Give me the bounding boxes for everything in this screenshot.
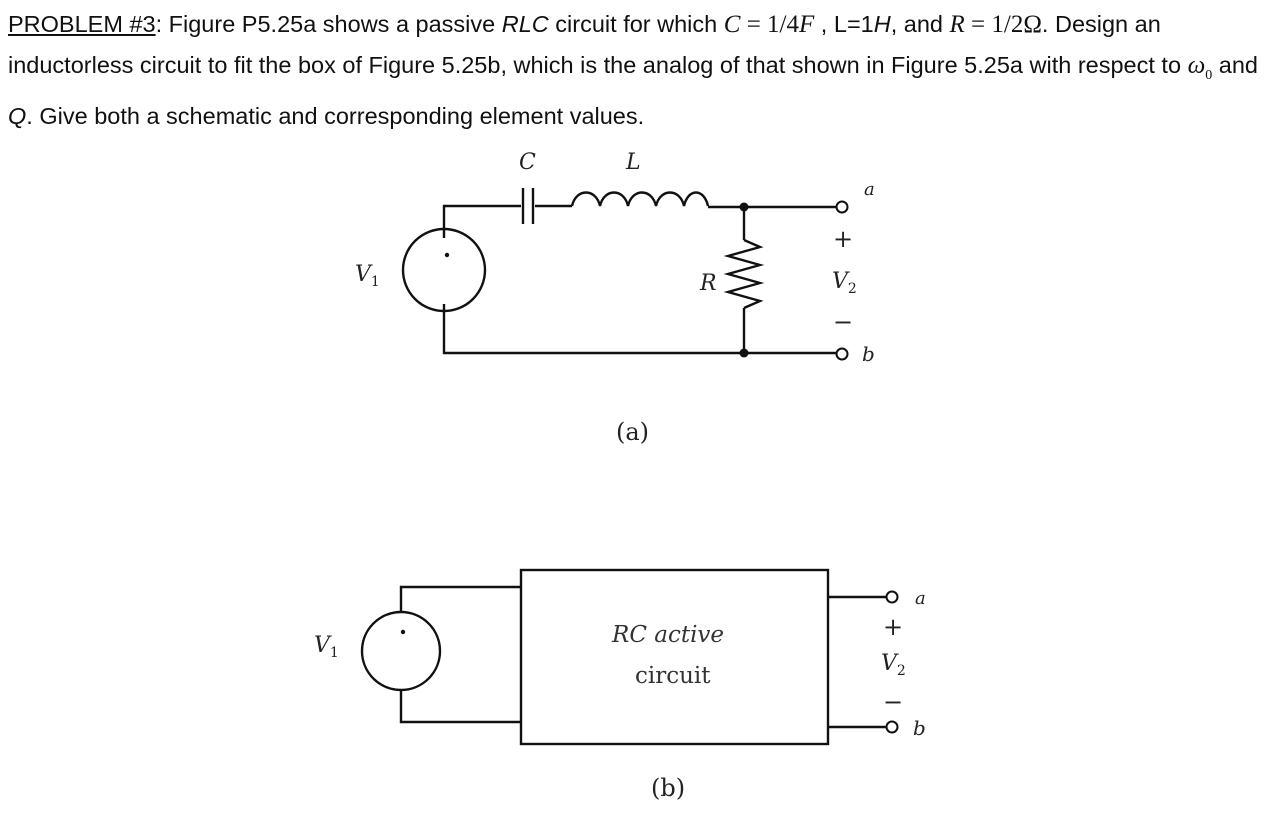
problem-text-seg: . Design an inductorless circuit to fit … bbox=[8, 11, 1188, 78]
resistor-zigzag bbox=[723, 238, 765, 310]
v2-subscript: 2 bbox=[848, 281, 857, 297]
terminal-a bbox=[835, 200, 849, 214]
voltage-source-v1 bbox=[401, 227, 487, 313]
h-unit: H bbox=[873, 11, 891, 37]
r-symbol: R bbox=[949, 11, 965, 38]
capacitance-eq: C = 1/4F bbox=[724, 11, 815, 38]
figure-b-circuit: RC active circuit V1 + V2 − a b (b) bbox=[314, 568, 926, 802]
v2-letter: V bbox=[832, 269, 850, 294]
wire-b-top-left bbox=[399, 585, 521, 612]
c-value: = 1/4 bbox=[740, 11, 799, 38]
terminal-a-b bbox=[885, 590, 899, 604]
box-label-line1: RC active bbox=[611, 622, 724, 648]
wire-bottom bbox=[442, 304, 837, 355]
junction-dot-bottom bbox=[739, 348, 749, 358]
wire-b-bottom-left bbox=[399, 690, 521, 724]
node-a-label-b: a bbox=[915, 588, 926, 609]
problem-text-seg: : Figure P5.25a shows a passive bbox=[155, 11, 502, 37]
capacitor-label: C bbox=[519, 150, 536, 175]
c-unit: F bbox=[799, 11, 815, 38]
resistance-eq: R = 1/2Ω bbox=[950, 11, 1042, 38]
junction-dot-top bbox=[739, 202, 749, 212]
minus-sign: − bbox=[833, 308, 853, 336]
omega-symbol: ω0 bbox=[1187, 52, 1213, 83]
source-polarity-dot-b bbox=[400, 629, 406, 635]
v1-letter: V bbox=[355, 262, 373, 287]
inductor-coil bbox=[570, 191, 710, 207]
problem-text-seg: , L=1 bbox=[814, 11, 874, 37]
figure-b-caption: (b) bbox=[651, 774, 685, 802]
problem-text: PROBLEM #3: Figure P5.25a shows a passiv… bbox=[8, 4, 1266, 137]
figure-a-circuit: C L R V1 + V2 − a b (a) bbox=[355, 150, 875, 446]
v1-subscript-b: 1 bbox=[330, 645, 339, 661]
v1-label: V1 bbox=[355, 262, 380, 290]
node-b-label: b bbox=[862, 342, 875, 366]
problem-text-seg: and bbox=[1212, 52, 1258, 78]
source-polarity-dot bbox=[444, 252, 450, 258]
node-b-label-b: b bbox=[913, 716, 926, 740]
plus-sign-b: + bbox=[883, 613, 903, 641]
figure-a-caption: (a) bbox=[616, 418, 649, 446]
resistor-label: R bbox=[699, 271, 717, 296]
minus-sign-b: − bbox=[883, 688, 903, 716]
rc-active-box bbox=[519, 568, 830, 746]
problem-text-seg: , and bbox=[890, 11, 950, 37]
problem-label: PROBLEM #3 bbox=[8, 11, 156, 37]
omega-subscript: 0 bbox=[1205, 68, 1213, 83]
v1-label-b: V1 bbox=[314, 633, 339, 661]
problem-text-seg: circuit for which bbox=[548, 11, 724, 37]
omega-char: ω bbox=[1187, 52, 1206, 79]
v1-subscript: 1 bbox=[371, 274, 380, 290]
c-symbol: C bbox=[723, 11, 741, 38]
plus-sign: + bbox=[833, 225, 853, 253]
terminal-b-b bbox=[885, 720, 899, 734]
rlc-term: RLC bbox=[501, 11, 549, 37]
r-value: = 1/2Ω bbox=[964, 11, 1042, 38]
problem-text-seg: . Give both a schematic and correspondin… bbox=[26, 103, 645, 129]
terminal-b bbox=[835, 347, 849, 361]
v2-label: V2 bbox=[832, 269, 857, 297]
inductor-label: L bbox=[625, 150, 641, 175]
wire-top-left bbox=[442, 204, 521, 238]
v2-subscript-b: 2 bbox=[897, 663, 906, 679]
problem-statement: PROBLEM #3: Figure P5.25a shows a passiv… bbox=[8, 4, 1266, 137]
node-a-label: a bbox=[864, 179, 875, 200]
voltage-source-v1-b bbox=[360, 610, 442, 692]
q-symbol: Q bbox=[8, 103, 27, 129]
v2-letter-b: V bbox=[881, 651, 899, 676]
v2-label-b: V2 bbox=[881, 651, 906, 679]
v1-letter-b: V bbox=[314, 633, 332, 658]
box-label-line2: circuit bbox=[635, 663, 711, 689]
